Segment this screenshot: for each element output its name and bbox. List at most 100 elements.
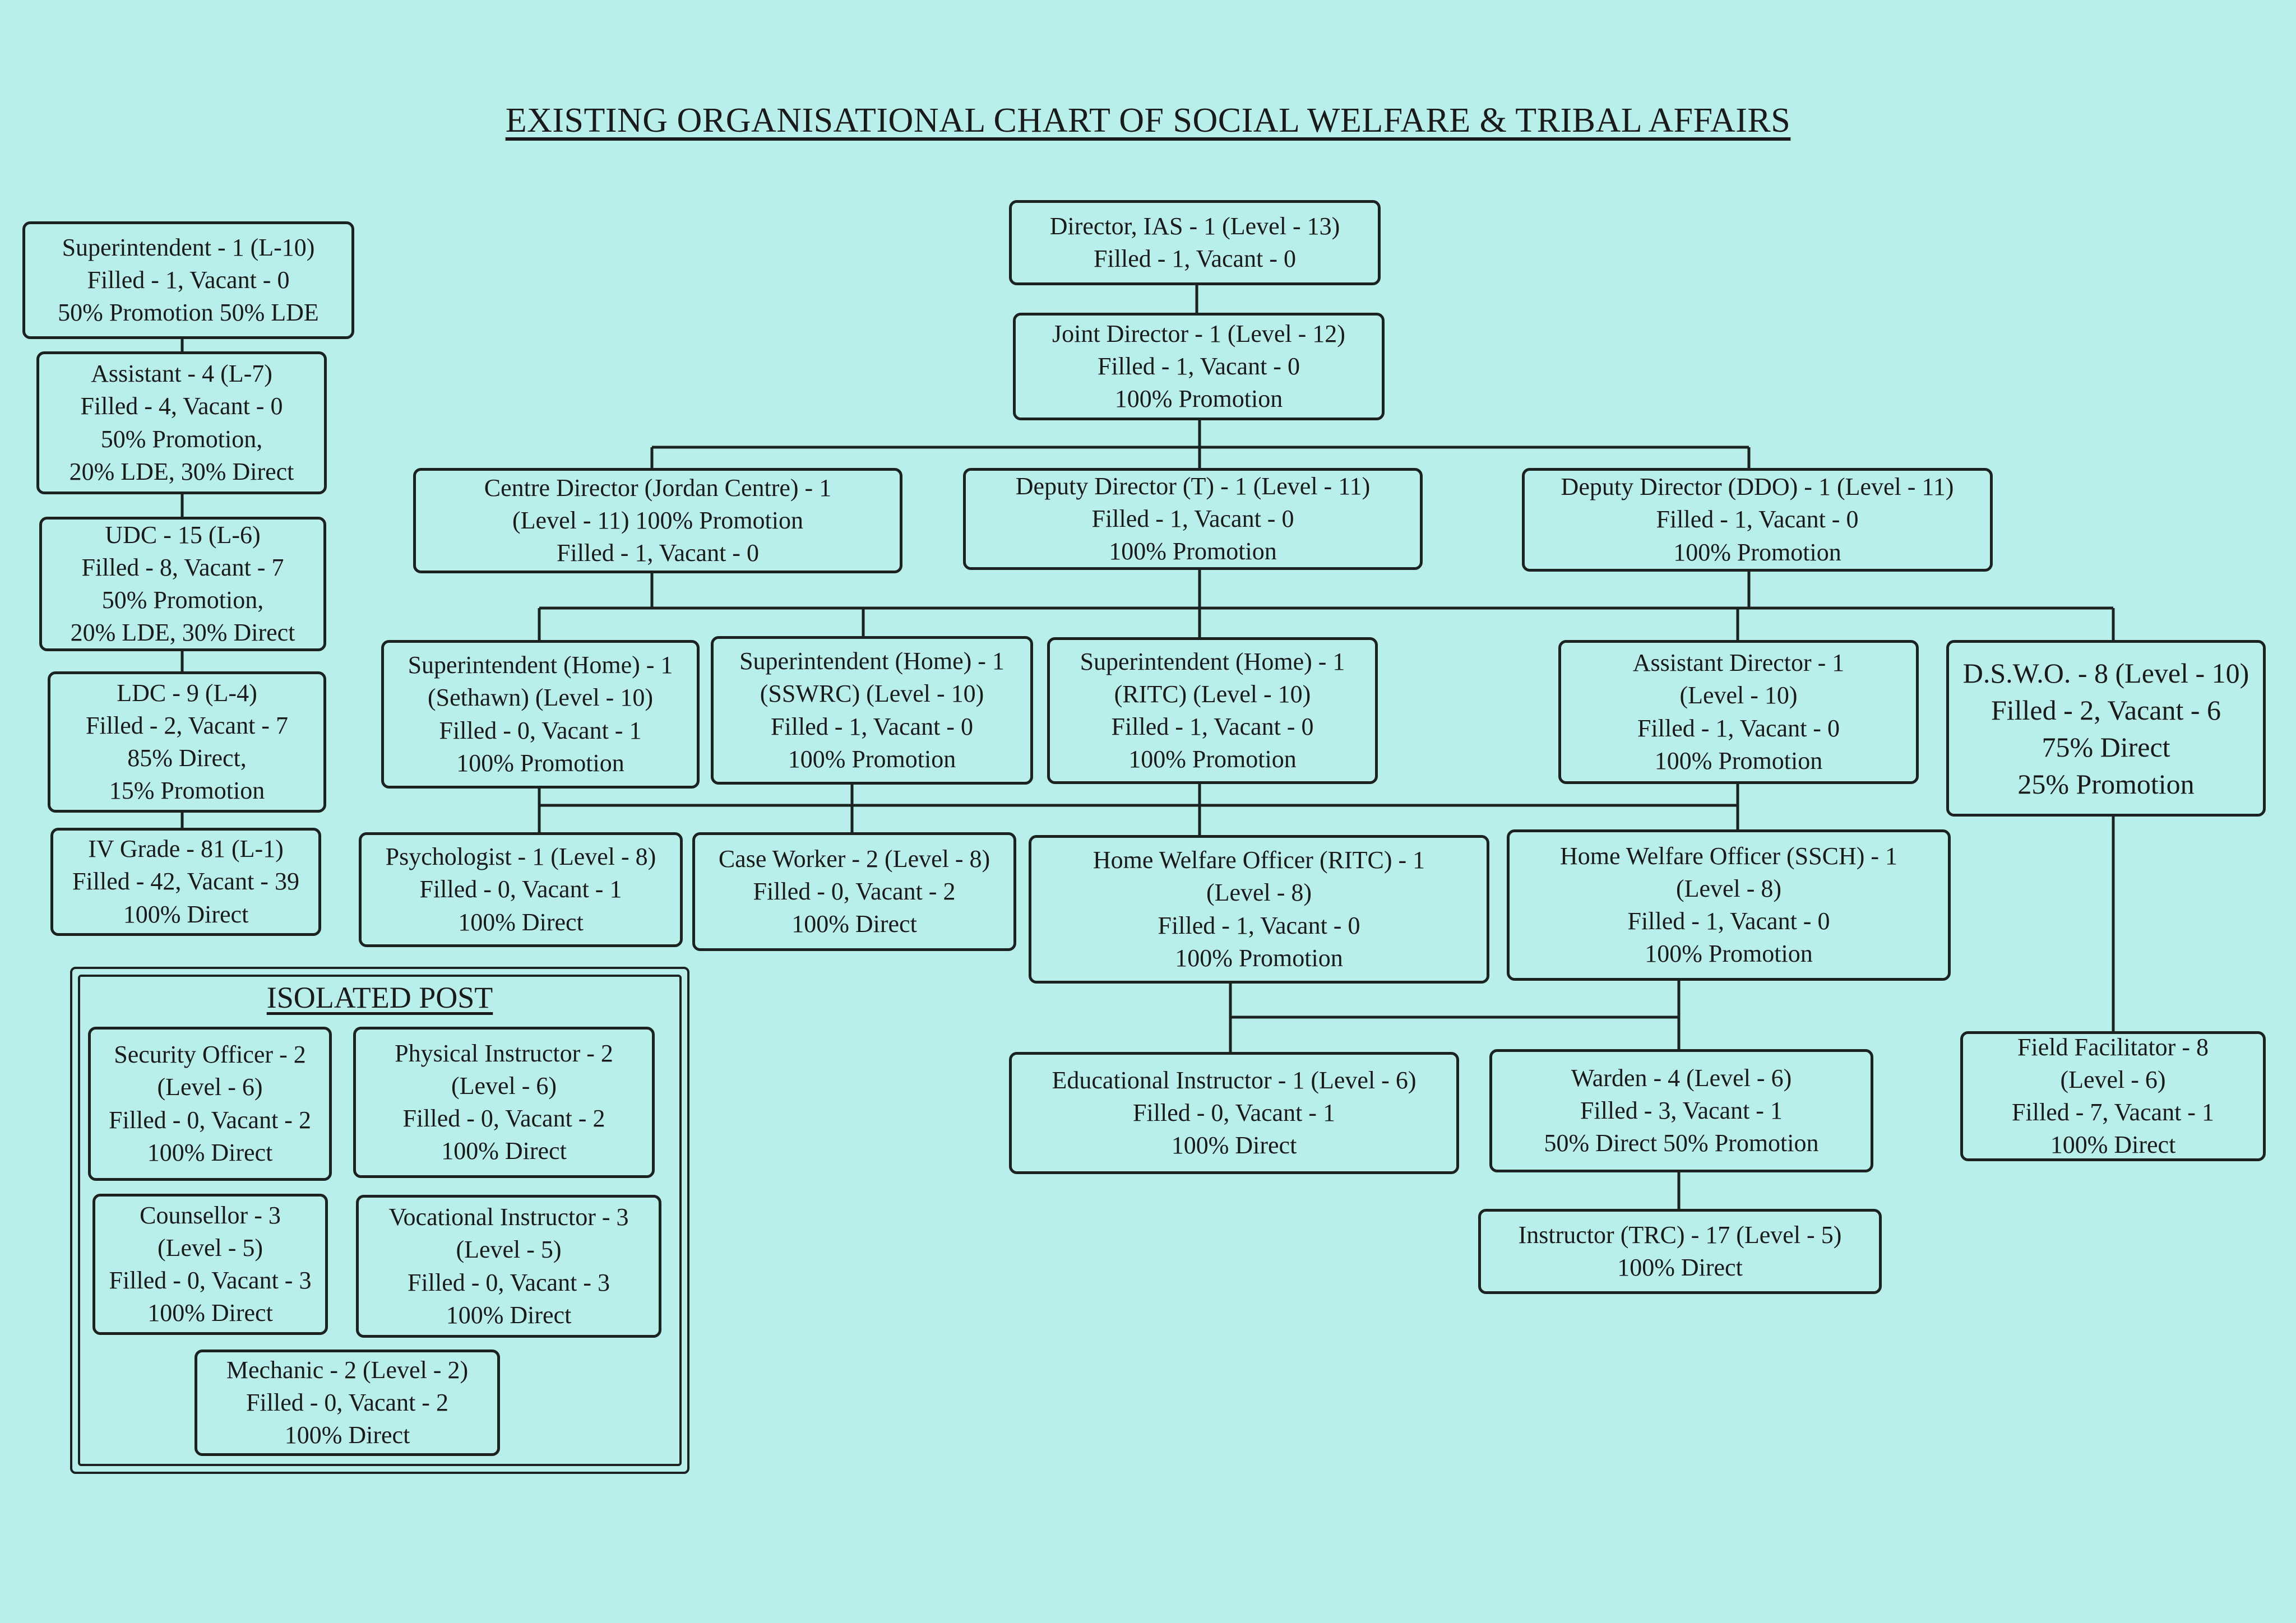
box-line: 100% Promotion (1109, 537, 1277, 565)
box-educational-instructor: Educational Instructor - 1 (Level - 6) Fi… (1009, 1052, 1459, 1174)
box-line: Filled - 0, Vacant - 1 (1133, 1098, 1335, 1126)
box-line: Filled - 4, Vacant - 0 (80, 392, 283, 420)
box-line: 50% Direct 50% Promotion (1544, 1129, 1819, 1157)
box-line: Filled - 0, Vacant - 2 (753, 877, 956, 905)
box-dswo: D.S.W.O. - 8 (Level - 10) Filled - 2, Vac… (1946, 640, 2266, 817)
box-line: Filled - 1, Vacant - 0 (1158, 911, 1360, 939)
box-line: Filled - 0, Vacant - 3 (109, 1267, 312, 1294)
box-warden: Warden - 4 (Level - 6) Filled - 3, Vacant… (1489, 1049, 1873, 1172)
chart-title: EXISTING ORGANISATIONAL CHART OF SOCIAL … (505, 101, 1791, 140)
box-line: Filled - 8, Vacant - 7 (81, 553, 284, 581)
box-physical-instructor: Physical Instructor - 2 (Level - 6) Filled… (353, 1027, 655, 1178)
box-line: Filled - 0, Vacant - 2 (109, 1106, 311, 1134)
box-line: Filled - 2, Vacant - 6 (1991, 694, 2221, 726)
box-line: Filled - 0, Vacant - 2 (402, 1105, 605, 1132)
box-centre-director: Centre Director (Jordan Centre) - 1 (Leve… (413, 468, 902, 573)
box-line: 100% Direct (446, 1301, 572, 1329)
box-line: D.S.W.O. - 8 (Level - 10) (1962, 657, 2249, 689)
box-line: (Level - 8) (1206, 879, 1312, 907)
box-line: 100% Direct (123, 900, 249, 928)
box-line: Filled - 0, Vacant - 1 (419, 875, 622, 903)
box-line: 100% Direct (1171, 1132, 1297, 1160)
box-line: Mechanic - 2 (Level - 2) (226, 1356, 469, 1384)
box-line: (Level - 8) (1675, 874, 1782, 902)
box-line: 100% Promotion (1175, 944, 1343, 972)
box-line: 100% Direct (1617, 1254, 1743, 1281)
box-line: UDC - 15 (L-6) (105, 521, 261, 549)
box-line: Filled - 0, Vacant - 2 (246, 1388, 448, 1416)
box-line: Filled - 0, Vacant - 1 (439, 716, 642, 744)
box-line: Filled - 0, Vacant - 3 (408, 1268, 610, 1296)
box-line: Instructor (TRC) - 17 (Level - 5) (1518, 1221, 1842, 1249)
box-line: 100% Direct (147, 1138, 273, 1166)
box-line: Filled - 1, Vacant - 0 (1111, 713, 1314, 740)
box-counsellor: Counsellor - 3 (Level - 5) Filled - 0, Vac… (92, 1194, 328, 1335)
box-line: Filled - 1, Vacant - 0 (1098, 352, 1300, 380)
box-supt-home-ritc: Superintendent (Home) - 1(RITC) (Level -… (1047, 637, 1378, 784)
box-hwo-ssch: Home Welfare Officer (SSCH) - 1(Level - … (1507, 829, 1951, 981)
box-line: Filled - 42, Vacant - 39 (72, 868, 299, 896)
box-line: Psychologist - 1 (Level - 8) (385, 843, 656, 871)
box-assistant-l7: Assistant - 4 (L-7)Filled - 4, Vacant - … (36, 351, 327, 494)
box-assistant-director: Assistant Director - 1(Level - 10)Filled… (1558, 640, 1919, 784)
box-vocational-instructor: Vocational Instructor - 3(Level - 5)Fill… (356, 1195, 661, 1338)
box-psychologist: Psychologist - 1 (Level - 8) Filled - 0, … (359, 832, 683, 947)
box-hwo-ritc: Home Welfare Officer (RITC) - 1(Level - … (1029, 835, 1489, 984)
box-line: 20% LDE, 30% Direct (70, 619, 295, 647)
box-line: Filled - 7, Vacant - 1 (2012, 1098, 2214, 1126)
box-line: 100% Direct (147, 1299, 273, 1327)
box-line: Filled - 1, Vacant - 0 (557, 539, 759, 567)
box-line: 100% Promotion (1128, 745, 1297, 773)
box-line: Filled - 1, Vacant - 0 (1094, 245, 1296, 272)
box-line: Case Worker - 2 (Level - 8) (718, 845, 990, 873)
box-line: 100% Direct (458, 908, 584, 936)
box-line: 25% Promotion (2017, 768, 2195, 800)
box-line: Joint Director - 1 (Level - 12) (1052, 319, 1345, 347)
box-director: Director, IAS - 1 (Level - 13) Filled - 1… (1009, 200, 1381, 285)
box-line: LDC - 9 (L-4) (117, 679, 257, 707)
box-line: 100% Promotion (1654, 746, 1823, 775)
box-line: IV Grade - 81 (L-1) (88, 835, 284, 863)
box-line: (Level - 5) (157, 1234, 263, 1262)
box-line: Physical Instructor - 2 (395, 1039, 613, 1067)
isolated-post-panel: ISOLATED POST (70, 967, 689, 1474)
box-line: 100% Promotion (788, 745, 956, 773)
box-line: 20% LDE, 30% Direct (69, 457, 294, 485)
box-line: Filled - 1, Vacant - 0 (1627, 907, 1830, 935)
box-line: 75% Direct (2042, 731, 2170, 763)
box-line: Director, IAS - 1 (Level - 13) (1049, 212, 1340, 240)
box-line: (Level - 6) (2060, 1065, 2166, 1093)
box-line: 100% Promotion (1114, 385, 1283, 413)
box-line: (Level - 10) (1679, 681, 1798, 710)
box-line: (Level - 6) (157, 1073, 263, 1101)
box-line: Filled - 1, Vacant - 0 (1091, 504, 1294, 532)
box-security-officer: Security Officer - 2(Level - 6)Filled - … (88, 1027, 332, 1181)
box-line: Counsellor - 3 (140, 1201, 281, 1229)
box-line: Superintendent (Home) - 1 (739, 647, 1004, 675)
box-line: Superintendent - 1 (L-10) (62, 233, 315, 261)
box-line: (Level - 11) 100% Promotion (512, 506, 803, 534)
box-line: Centre Director (Jordan Centre) - 1 (484, 474, 832, 502)
box-line: Superintendent (Home) - 1 (1080, 647, 1345, 675)
box-joint-director: Joint Director - 1 (Level - 12) Filled - … (1013, 313, 1385, 420)
box-line: 100% Promotion (1645, 940, 1813, 968)
box-line: (Level - 6) (451, 1072, 557, 1100)
box-line: Filled - 3, Vacant - 1 (1580, 1096, 1783, 1124)
box-iv-grade-l1: IV Grade - 81 (L-1) Filled - 42, Vacant -… (50, 828, 321, 936)
isolated-post-inner-frame (78, 975, 682, 1466)
box-line: (Sethawn) (Level - 10) (428, 684, 653, 712)
box-line: Filled - 1, Vacant - 0 (87, 266, 290, 294)
box-line: Field Facilitator - 8 (2017, 1033, 2209, 1061)
box-superintendent-l10: Superintendent - 1 (L-10) Filled - 1, Vac… (22, 221, 354, 339)
box-line: (SSWRC) (Level - 10) (760, 680, 984, 708)
box-line: 100% Direct (2050, 1131, 2176, 1159)
isolated-post-title: ISOLATED POST (266, 981, 493, 1014)
box-line: Deputy Director (DDO) - 1 (Level - 11) (1561, 473, 1954, 501)
box-line: 85% Direct, (127, 744, 247, 772)
box-line: Warden - 4 (Level - 6) (1571, 1064, 1792, 1092)
box-supt-home-sethawn: Superintendent (Home) - 1(Sethawn) (Leve… (381, 640, 700, 789)
box-line: Educational Instructor - 1 (Level - 6) (1052, 1066, 1417, 1094)
